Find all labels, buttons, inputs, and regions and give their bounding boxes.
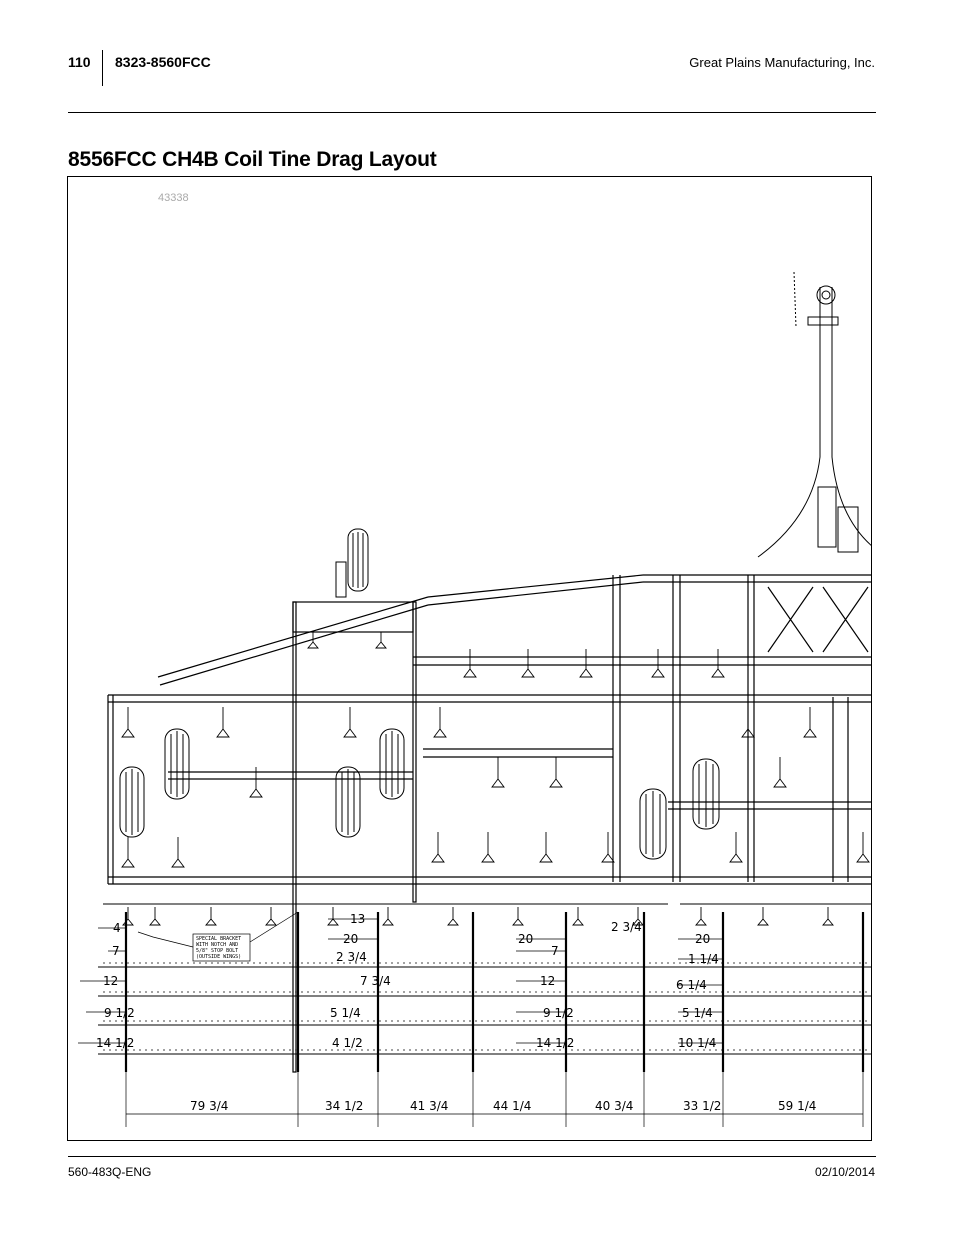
main-frame bbox=[107, 574, 871, 1073]
tine-drag-bars bbox=[98, 912, 871, 1072]
bracket-note-line-1: SPECIAL BRACKET bbox=[196, 936, 241, 942]
dim-left-12: 12 bbox=[103, 974, 118, 988]
page-number: 110 bbox=[68, 54, 91, 70]
bracket-note-leader bbox=[137, 911, 299, 962]
dim-bottom-2: 34 1/2 bbox=[325, 1099, 363, 1113]
dimension-lines bbox=[78, 918, 864, 1127]
figure-frame: 43338 bbox=[67, 176, 872, 1141]
dim-right-5-1-4: 5 1/4 bbox=[682, 1006, 713, 1020]
document-date: 02/10/2014 bbox=[814, 1165, 875, 1179]
dim-center-7: 7 bbox=[551, 944, 559, 958]
dim-mid-5-1-4: 5 1/4 bbox=[330, 1006, 361, 1020]
dim-center-2-3-4: 2 3/4 bbox=[611, 920, 642, 934]
dim-bottom-7: 59 1/4 bbox=[778, 1099, 816, 1113]
bracket-note-line-2: WITH NOTCH AND bbox=[196, 942, 238, 948]
page-title: 8556FCC CH4B Coil Tine Drag Layout bbox=[68, 148, 437, 171]
bracket-note-line-4: (OUTSIDE WINGS) bbox=[196, 954, 241, 960]
dim-center-9-1-2: 9 1/2 bbox=[543, 1006, 574, 1020]
dim-center-12: 12 bbox=[540, 974, 555, 988]
dim-right-10-1-4: 10 1/4 bbox=[678, 1036, 716, 1050]
hitch-assembly bbox=[757, 271, 871, 558]
figure-id: 43338 bbox=[158, 192, 189, 204]
dim-mid-7-3-4: 7 3/4 bbox=[360, 974, 391, 988]
dim-center-14-1-2: 14 1/2 bbox=[536, 1036, 574, 1050]
dim-mid-4-1-2: 4 1/2 bbox=[332, 1036, 363, 1050]
drag-layout-drawing: SPECIAL BRACKET WITH NOTCH AND 5/8" STOP… bbox=[78, 271, 871, 1127]
dim-bottom-3: 41 3/4 bbox=[410, 1099, 448, 1113]
dim-left-14-1-2: 14 1/2 bbox=[96, 1036, 134, 1050]
dim-right-6-1-4: 6 1/4 bbox=[676, 978, 707, 992]
model-number: 8323-8560FCC bbox=[115, 54, 211, 70]
dim-right-20: 20 bbox=[695, 932, 710, 946]
header-rule bbox=[68, 112, 876, 113]
dim-left-4: 4 bbox=[113, 921, 121, 935]
dim-mid-20: 20 bbox=[343, 932, 358, 946]
lift-wheel-top bbox=[335, 528, 369, 598]
dim-bottom-6: 33 1/2 bbox=[683, 1099, 721, 1113]
dim-left-9-1-2: 9 1/2 bbox=[104, 1006, 135, 1020]
dim-left-7: 7 bbox=[112, 944, 120, 958]
dim-bottom-4: 44 1/4 bbox=[493, 1099, 531, 1113]
dim-mid-2-3-4: 2 3/4 bbox=[336, 950, 367, 964]
company-name: Great Plains Manufacturing, Inc. bbox=[689, 55, 875, 70]
dim-bottom-1: 79 3/4 bbox=[190, 1099, 228, 1113]
header-divider bbox=[102, 50, 103, 86]
dim-bottom-5: 40 3/4 bbox=[595, 1099, 633, 1113]
bracket-note-line-3: 5/8" STOP BOLT bbox=[196, 948, 238, 954]
dim-mid-13: 13 bbox=[350, 912, 365, 926]
document-number: 560-483Q-ENG bbox=[68, 1165, 152, 1179]
dim-right-1-1-4: 1 1/4 bbox=[688, 952, 719, 966]
gauge-wheels bbox=[119, 728, 720, 860]
footer-rule bbox=[68, 1156, 876, 1157]
dim-center-20: 20 bbox=[518, 932, 533, 946]
shank-rows bbox=[103, 632, 871, 926]
